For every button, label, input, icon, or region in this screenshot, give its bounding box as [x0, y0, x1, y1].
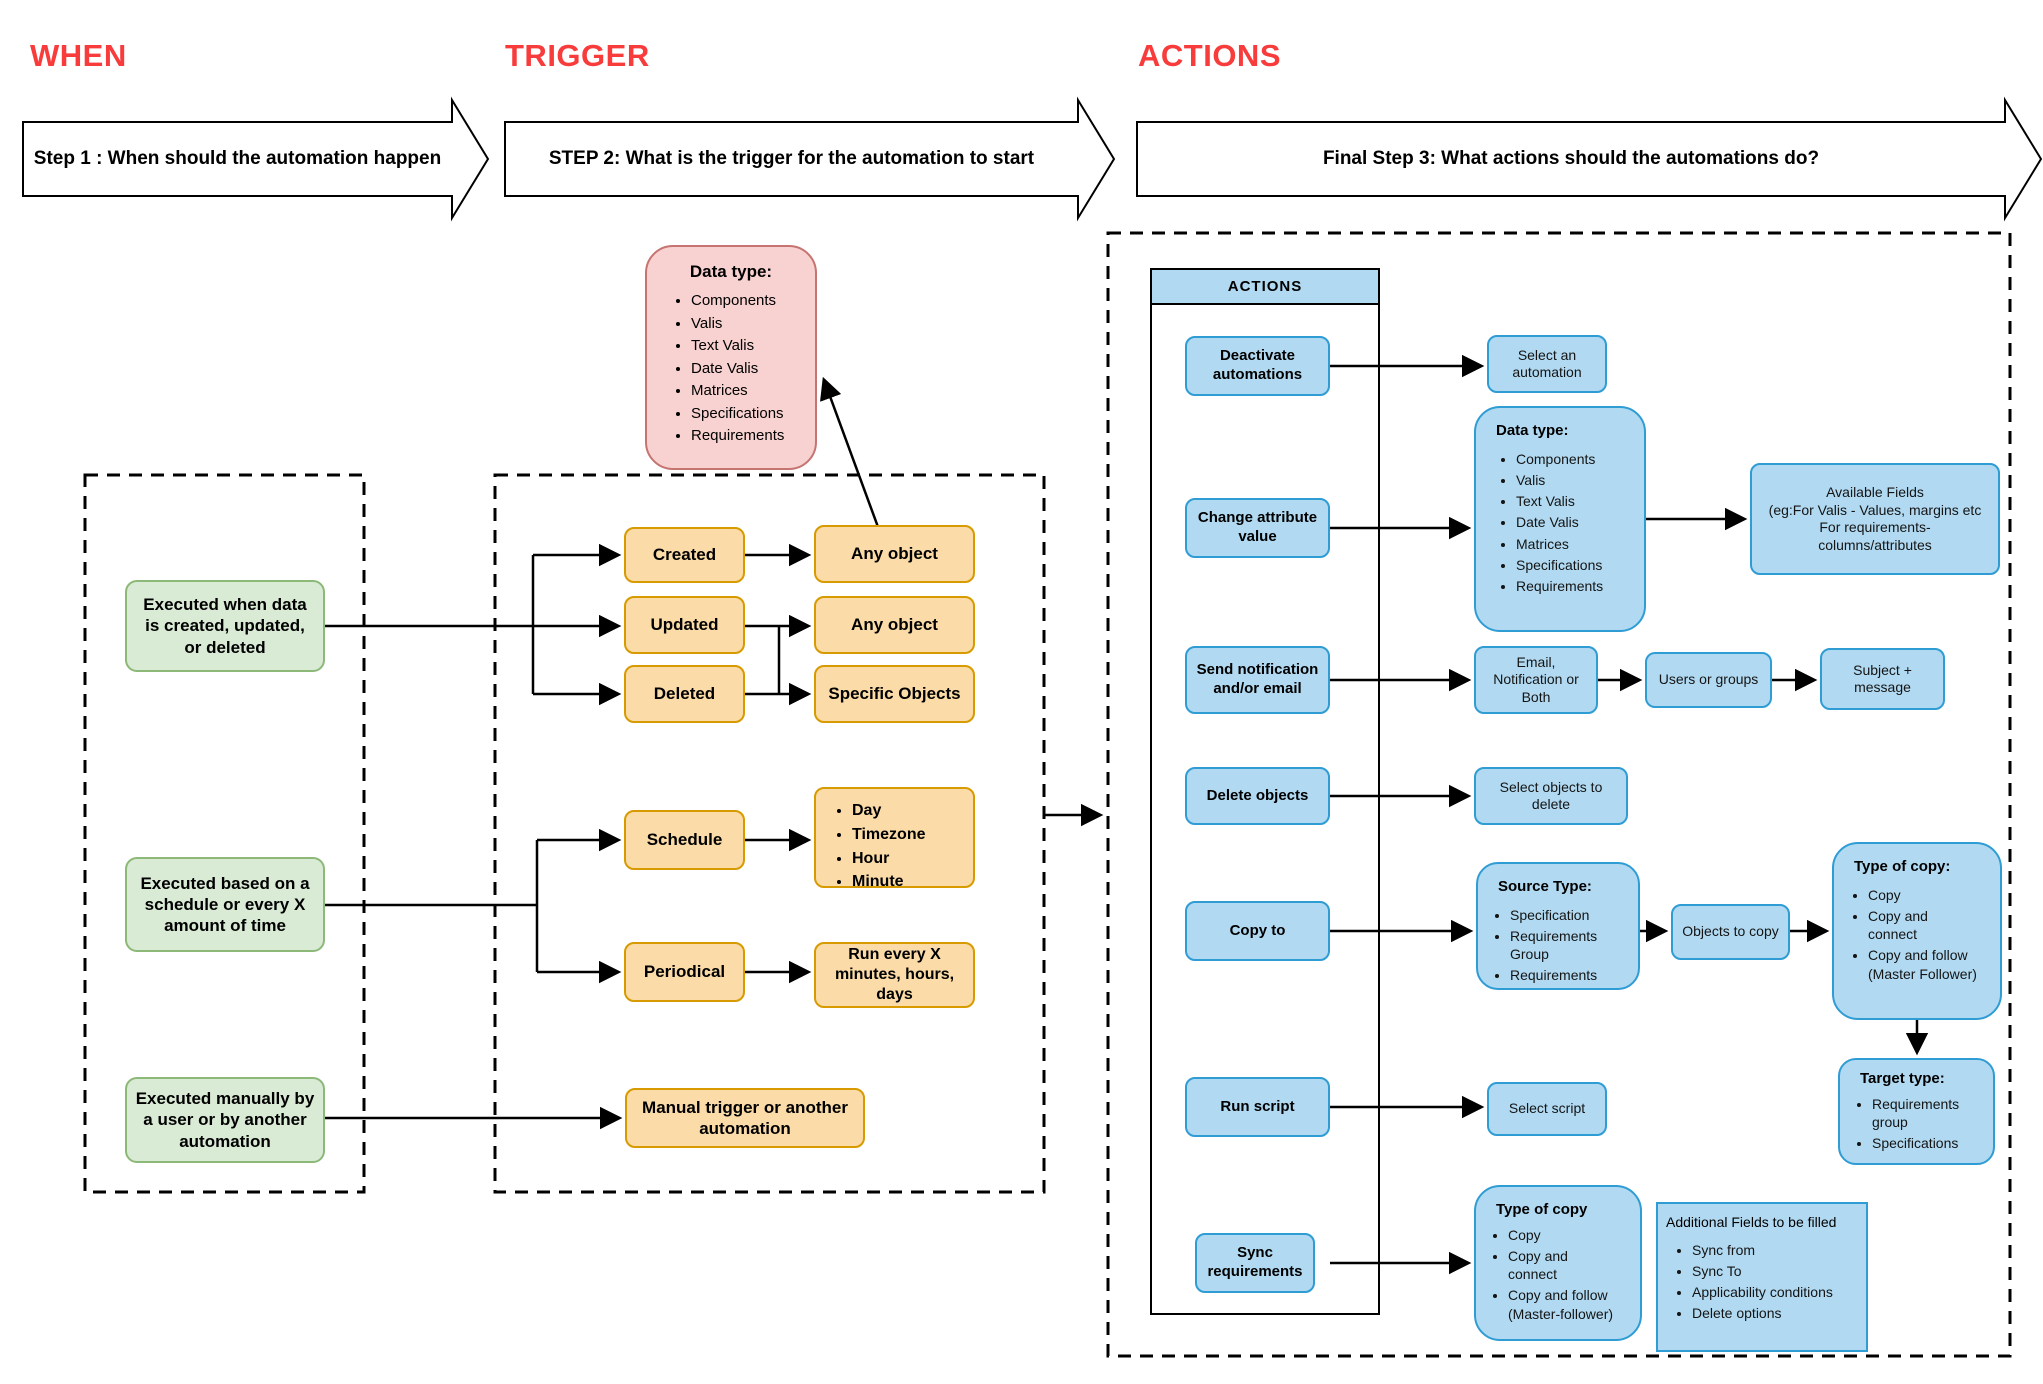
list-item: Timezone	[852, 825, 967, 846]
step2-banner-label: STEP 2: What is the trigger for the auto…	[548, 147, 1035, 169]
actions-table-header: ACTIONS	[1150, 268, 1380, 305]
list-item: Requirements	[1510, 966, 1632, 984]
list-item: Requirements Group	[1510, 927, 1632, 963]
detail-source-type-title: Source Type:	[1498, 878, 1592, 895]
trigger-node-run-every: Run every X minutes, hours, days	[814, 942, 975, 1008]
list-item: Components	[691, 291, 809, 311]
list-item: Matrices	[1516, 535, 1638, 553]
trigger-node-created: Created	[624, 527, 745, 583]
trigger-data-type-box: Data type: ComponentsValisText ValisDate…	[645, 245, 817, 470]
list-item: Text Valis	[691, 336, 809, 356]
detail-select-an-automation: Select an automation	[1487, 335, 1607, 393]
list-item: Requirements	[691, 426, 809, 446]
detail-source-type-box: Source Type: SpecificationRequirements G…	[1476, 862, 1640, 990]
list-item: Applicability conditions	[1692, 1283, 1860, 1301]
trigger-node-updated: Updated	[624, 596, 745, 654]
step1-banner-label: Step 1 : When should the automation happ…	[33, 147, 442, 169]
list-item: Day	[852, 801, 967, 822]
trigger-section-outline	[493, 473, 1046, 1194]
trigger-data-type-title: Data type:	[689, 262, 773, 281]
list-item: Components	[1516, 450, 1638, 468]
step1-banner-shape	[22, 96, 490, 222]
detail-additional-fields-title: Additional Fields to be filled	[1666, 1214, 1837, 1230]
action-node-delete-objects: Delete objects	[1185, 767, 1330, 825]
actions-section-outline	[1106, 231, 2012, 1358]
detail-data-type-title: Data type:	[1496, 422, 1569, 439]
detail-data-type-box: Data type: ComponentsValisText ValisDate…	[1474, 406, 1646, 632]
list-item: Requirements group	[1872, 1095, 1987, 1131]
list-item: Sync from	[1692, 1241, 1860, 1259]
step3-banner-label: Final Step 3: What actions should the au…	[1322, 147, 1820, 169]
action-node-copy-to: Copy to	[1185, 901, 1330, 961]
detail-target-type-list: Requirements groupSpecifications	[1840, 1095, 1993, 1153]
action-node-sync-requirements: Sync requirements	[1195, 1233, 1315, 1293]
trigger-node-deleted: Deleted	[624, 665, 745, 723]
trigger-node-schedule: Schedule	[624, 810, 745, 870]
detail-sync-type-of-copy-title: Type of copy	[1496, 1201, 1588, 1218]
detail-type-of-copy-title: Type of copy:	[1854, 858, 1951, 875]
detail-sync-type-of-copy-box: Type of copy CopyCopy and connectCopy an…	[1474, 1185, 1642, 1341]
detail-select-script: Select script	[1487, 1082, 1607, 1136]
list-item: Delete options	[1692, 1304, 1860, 1322]
list-item: Minute	[852, 872, 967, 893]
step2-banner-shape	[504, 96, 1116, 222]
trigger-node-specific-objects: Specific Objects	[814, 665, 975, 723]
trigger-node-any-object-2: Any object	[814, 596, 975, 654]
detail-notification-channel: Email, Notification or Both	[1474, 646, 1598, 714]
trigger-heading: TRIGGER	[505, 38, 650, 73]
detail-data-type-list: ComponentsValisText ValisDate ValisMatri…	[1476, 450, 1644, 595]
connector-lines	[325, 354, 1929, 1275]
action-node-send-notification: Send notification and/or email	[1185, 646, 1330, 714]
list-item: Copy	[1868, 886, 1994, 904]
when-heading: WHEN	[30, 38, 127, 73]
list-item: Valis	[691, 314, 809, 334]
detail-target-type-title: Target type:	[1860, 1070, 1945, 1087]
list-item: Hour	[852, 849, 967, 870]
step3-banner-shape	[1136, 96, 2043, 222]
detail-additional-fields-list: Sync fromSync To Applicability conditions…	[1658, 1241, 1866, 1323]
trigger-data-type-list: ComponentsValisText ValisDate ValisMatri…	[647, 291, 815, 446]
trigger-node-any-object-1: Any object	[814, 525, 975, 583]
detail-available-fields: Available Fields (eg:For Valis - Values,…	[1750, 463, 2000, 575]
list-item: Specifications	[691, 404, 809, 424]
detail-source-type-list: SpecificationRequirements GroupRequireme…	[1478, 906, 1638, 985]
list-item: Matrices	[691, 381, 809, 401]
actions-heading: ACTIONS	[1138, 38, 1281, 73]
trigger-schedule-options-list: DayTimezoneHourMinute	[816, 801, 973, 893]
trigger-schedule-options-box: DayTimezoneHourMinute	[814, 787, 975, 890]
list-item: Copy and follow (Master-follower)	[1508, 1286, 1634, 1322]
list-item: Specification	[1510, 906, 1632, 924]
list-item: Text Valis	[1516, 492, 1638, 510]
trigger-node-periodical: Periodical	[624, 942, 745, 1002]
detail-type-of-copy-list: CopyCopy and connectCopy and follow (Mas…	[1834, 886, 2000, 983]
detail-subject-message: Subject + message	[1820, 648, 1945, 710]
action-node-change-attribute-value: Change attribute value	[1185, 498, 1330, 558]
list-item: Specifications	[1516, 556, 1638, 574]
detail-type-of-copy-box: Type of copy: CopyCopy and connectCopy a…	[1832, 842, 2002, 1020]
detail-objects-to-copy: Objects to copy	[1671, 904, 1790, 960]
when-section-outline	[83, 473, 366, 1194]
list-item: Copy and connect	[1508, 1247, 1634, 1283]
list-item: Specifications	[1872, 1134, 1987, 1152]
list-item: Requirements	[1516, 577, 1638, 595]
action-node-deactivate-automations: Deactivate automations	[1185, 336, 1330, 396]
when-node-data-events: Executed when data is created, updated, …	[125, 580, 325, 672]
trigger-node-manual: Manual trigger or another automation	[625, 1088, 865, 1148]
list-item: Valis	[1516, 471, 1638, 489]
when-node-schedule: Executed based on a schedule or every X …	[125, 857, 325, 952]
list-item: Date Valis	[1516, 513, 1638, 531]
action-node-run-script: Run script	[1185, 1077, 1330, 1137]
list-item: Copy	[1508, 1226, 1634, 1244]
detail-select-objects-to-delete: Select objects to delete	[1474, 767, 1628, 825]
list-item: Copy and connect	[1868, 907, 1994, 943]
detail-sync-type-of-copy-list: CopyCopy and connectCopy and follow (Mas…	[1476, 1226, 1640, 1323]
list-item: Copy and follow (Master Follower)	[1868, 946, 1994, 982]
list-item: Date Valis	[691, 359, 809, 379]
list-item: Sync To	[1692, 1262, 1860, 1280]
when-node-manual: Executed manually by a user or by anothe…	[125, 1077, 325, 1163]
detail-users-or-groups: Users or groups	[1645, 652, 1772, 708]
detail-target-type-box: Target type: Requirements groupSpecifica…	[1838, 1058, 1995, 1165]
detail-additional-fields-box: Additional Fields to be filled Sync from…	[1656, 1202, 1868, 1352]
